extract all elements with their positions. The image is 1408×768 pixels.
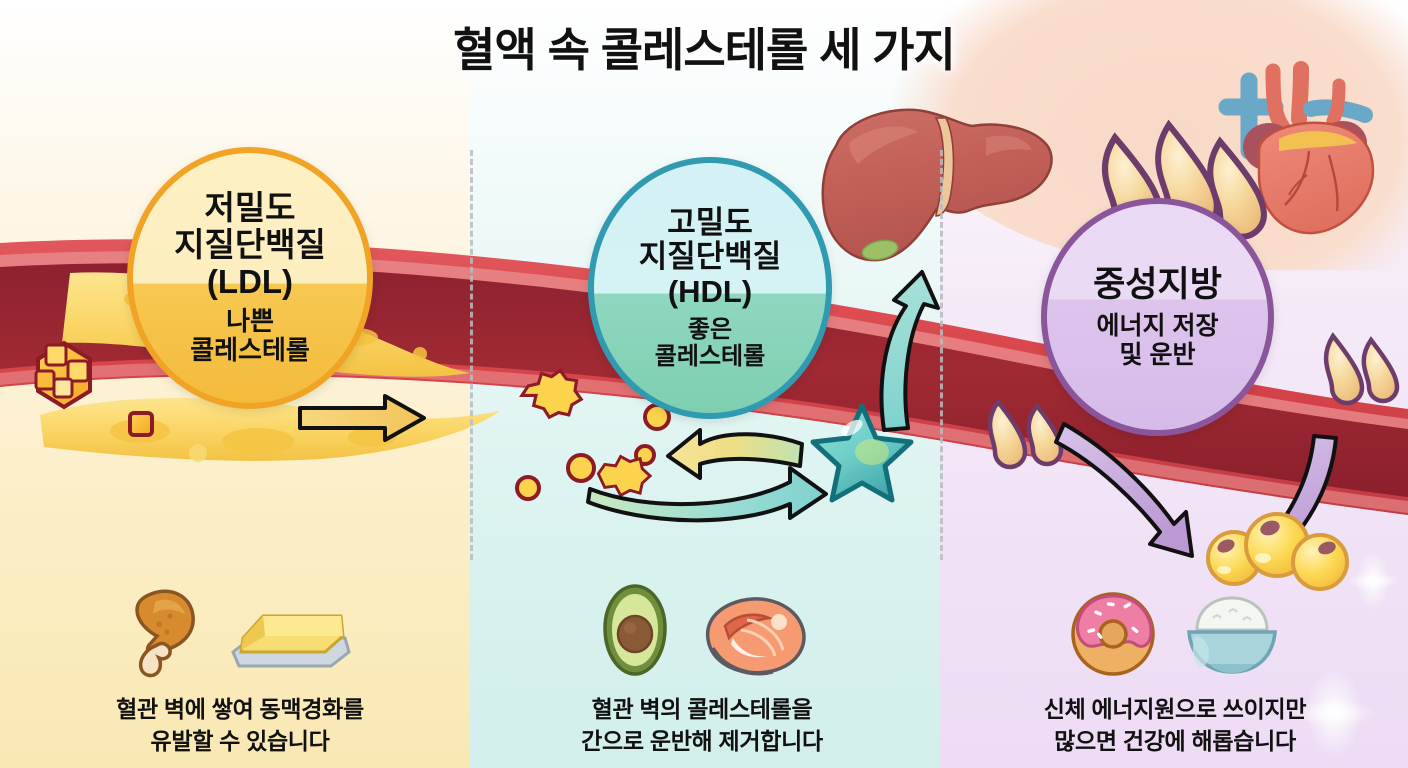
page-title: 혈액 속 콜레스테롤 세 가지 — [453, 24, 956, 76]
caption-ldl: 혈관 벽에 쌓여 동맥경화를 유발할 수 있습니다 — [20, 694, 460, 757]
bubble-triglyceride-heading: 중성지방 — [1093, 264, 1222, 304]
panel-divider-2 — [940, 150, 943, 560]
caption-ldl-line1: 혈관 벽에 쌓여 동맥경화를 — [116, 696, 364, 722]
salmon-icon — [706, 597, 806, 676]
caption-hdl-line2: 간으로 운반해 제거합니다 — [581, 727, 823, 754]
sparkle-icon — [1306, 668, 1362, 758]
bubble-ldl-heading: 저밀도 지질단백질 (LDL) — [174, 188, 326, 300]
bubble-ldl-subheading: 나쁜 콜레스테롤 — [190, 305, 310, 366]
heart-organ-icon — [1218, 61, 1375, 235]
bubble-triglyceride-subheading: 에너지 저장 및 운반 — [1096, 312, 1219, 369]
bubble-hdl[interactable]: 고밀도 지질단백질 (HDL) 좋은 콜레스테롤 — [588, 157, 832, 419]
caption-hdl: 혈관 벽의 콜레스테롤을 간으로 운반해 제거합니다 — [487, 694, 917, 757]
fried-chicken-icon — [135, 589, 195, 678]
caption-triglyceride-line1: 신체 에너지원으로 쓰이지만 — [1043, 696, 1307, 722]
donut-icon — [1071, 592, 1155, 676]
food-icons-ldl — [20, 582, 460, 678]
bubble-triglyceride[interactable]: 중성지방 에너지 저장 및 운반 — [1041, 198, 1274, 436]
plaque-lower — [40, 398, 500, 462]
rice-bowl-icon — [1187, 596, 1277, 674]
sparkle-icon-small — [1356, 552, 1390, 610]
bubble-hdl-heading: 고밀도 지질단백질 (HDL) — [638, 204, 782, 309]
butter-icon — [231, 614, 351, 668]
avocado-icon — [603, 584, 667, 676]
caption-triglyceride: 신체 에너지원으로 쓰이지만 많으면 건강에 해롭습니다 — [950, 694, 1400, 757]
food-icons-triglyceride — [950, 582, 1400, 678]
bubble-ldl[interactable]: 저밀도 지질단백질 (LDL) 나쁜 콜레스테롤 — [127, 147, 373, 409]
food-icons-hdl — [487, 582, 917, 678]
caption-triglyceride-line2: 많으면 건강에 해롭습니다 — [1054, 727, 1296, 754]
bubble-hdl-subheading: 좋은 콜레스테롤 — [654, 315, 766, 371]
caption-ldl-line2: 유발할 수 있습니다 — [150, 727, 330, 754]
liver-organ-icon — [821, 108, 1053, 262]
caption-hdl-line1: 혈관 벽의 콜레스테롤을 — [591, 696, 813, 722]
panel-divider-1 — [470, 150, 473, 560]
